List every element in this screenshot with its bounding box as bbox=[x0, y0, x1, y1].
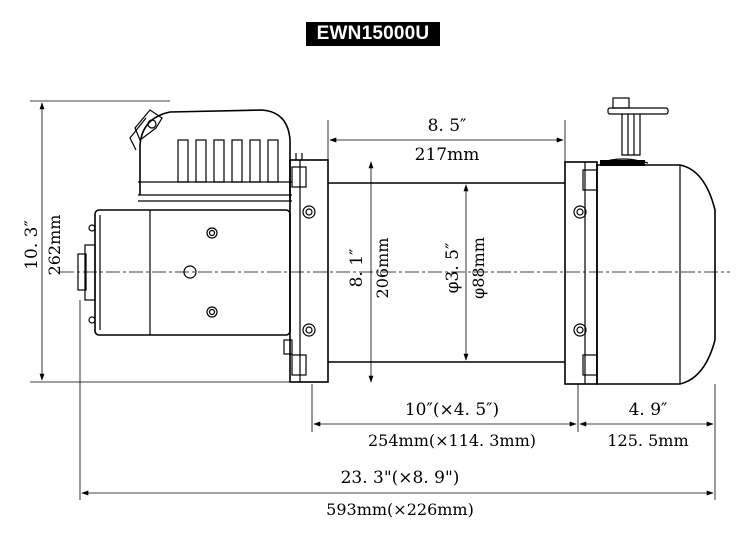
motor bbox=[77, 209, 291, 336]
left-bracket bbox=[283, 153, 329, 383]
drum-diameter-inch: φ3. 5″ bbox=[443, 243, 463, 294]
dimension-lines bbox=[39, 102, 714, 496]
extension-lines bbox=[30, 100, 716, 500]
gear-housing bbox=[596, 158, 716, 385]
drum-diameter-mm: φ88mm bbox=[469, 237, 488, 299]
flange-mm: 206mm bbox=[373, 238, 392, 299]
right-bracket bbox=[564, 161, 598, 385]
model-title: EWN15000U bbox=[306, 22, 440, 46]
drum-length-inch: 8. 5″ bbox=[428, 116, 467, 136]
height-inch: 10. 3″ bbox=[22, 220, 42, 270]
gear-inch: 4. 9″ bbox=[629, 400, 668, 420]
overall-mm: 593mm(×226mm) bbox=[326, 500, 474, 519]
drum-length-mm: 217mm bbox=[415, 145, 480, 165]
gear-mm: 125. 5mm bbox=[607, 431, 688, 450]
control-box bbox=[129, 109, 292, 202]
overall-inch: 23. 3"(×8. 9") bbox=[341, 468, 460, 488]
mount-mm: 254mm(×114. 3mm) bbox=[368, 431, 536, 450]
drum bbox=[328, 182, 565, 363]
clutch-lever bbox=[607, 97, 669, 156]
height-mm: 262mm bbox=[45, 215, 64, 276]
flange-inch: 8. 1″ bbox=[347, 249, 367, 288]
mount-inch: 10″(×4. 5″) bbox=[405, 400, 499, 420]
